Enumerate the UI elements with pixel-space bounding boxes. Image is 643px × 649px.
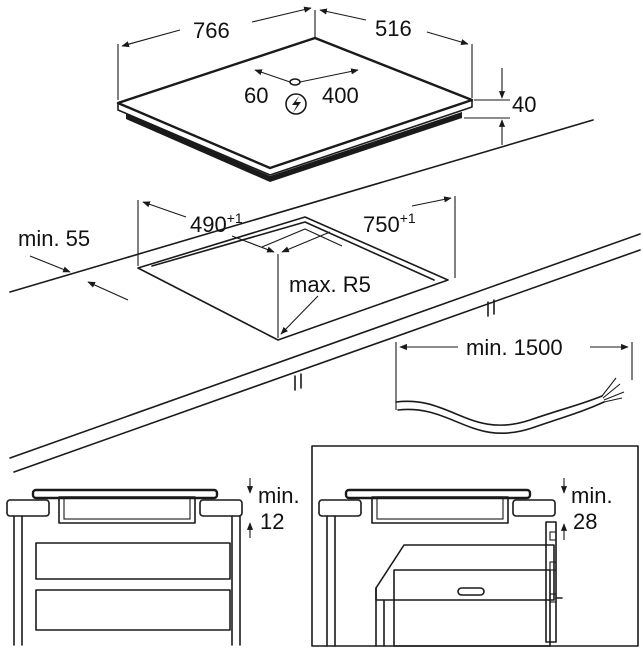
cable-length-label: min. 1500 (466, 335, 563, 360)
hob-body (126, 112, 462, 182)
cutout-depth-arrow-right (231, 235, 275, 253)
cutout-depth-label: 490+1 (190, 210, 243, 237)
worktop-drawing: 490+1 750+1 max. R5 min. 55 (9, 119, 641, 473)
hob-depth-arrow-left (319, 8, 367, 21)
wall-clearance-arrow-top (29, 255, 71, 273)
power-cable-lower (397, 401, 605, 434)
worktop-left (6, 499, 50, 517)
hob-glass-section (344, 488, 532, 500)
hob-depth-arrow-right (426, 31, 469, 46)
hob-depth-label: 516 (375, 16, 412, 41)
cable-left-label: 60 (244, 83, 268, 108)
worktop-back-edge (9, 119, 594, 293)
worktop-front-edge-bottom (13, 249, 641, 473)
worktop-left (318, 499, 362, 517)
drawer-bottom (35, 589, 231, 631)
cable-right-label: 400 (322, 83, 359, 108)
corner-radius-arrow (280, 295, 319, 335)
oven-door (393, 569, 551, 647)
hob-width-arrow-right (251, 6, 312, 23)
cutout-opening (137, 216, 449, 341)
install-over-oven: min. 28 (311, 445, 639, 647)
cutout-width-arrow-left (281, 231, 331, 253)
left-clearance-label: min. (258, 483, 300, 508)
lightning-bolt-icon (285, 93, 307, 115)
worktop-right (199, 499, 243, 517)
wall-clearance-arrow-bottom (87, 281, 129, 301)
cable-right-arrow (299, 68, 359, 83)
hob-width-arrow-left (121, 29, 181, 48)
hob-glass-edge (117, 99, 473, 176)
right-clearance-value: 28 (573, 509, 597, 534)
corner-radius-label: max. R5 (289, 272, 371, 297)
cable-entry-point (289, 78, 301, 86)
worktop-right (512, 499, 556, 517)
install-over-drawers: min. 12 (6, 478, 300, 646)
cutout-width-arrow-right (411, 196, 452, 207)
left-clearance-value: 12 (260, 509, 284, 534)
oven-top (375, 544, 555, 601)
cable-wire-ends (601, 377, 625, 403)
hob-width-label: 766 (193, 18, 230, 43)
cutout-inner-edge (151, 221, 435, 281)
hob-glass-section (31, 488, 219, 500)
oven-handle (457, 587, 485, 596)
oven-panel-frame (311, 445, 639, 647)
power-cable-upper (395, 395, 603, 426)
cutout-depth-arrow-left (142, 201, 187, 218)
cable-left-arrow (254, 69, 291, 83)
hob-height-label: 40 (512, 92, 536, 117)
drawer-top (35, 542, 231, 580)
worktop-front-edge-top (9, 233, 641, 459)
oven-side-panel (545, 521, 557, 643)
cutout-width-label: 750+1 (363, 210, 416, 237)
wall-clearance-label: min. 55 (18, 226, 90, 251)
cable-drawing: min. 1500 (395, 335, 633, 434)
cutout-inner-edge-back (261, 228, 343, 248)
right-clearance-label: min. (571, 483, 613, 508)
hob-drawing: 766 516 60 400 40 (116, 6, 536, 182)
